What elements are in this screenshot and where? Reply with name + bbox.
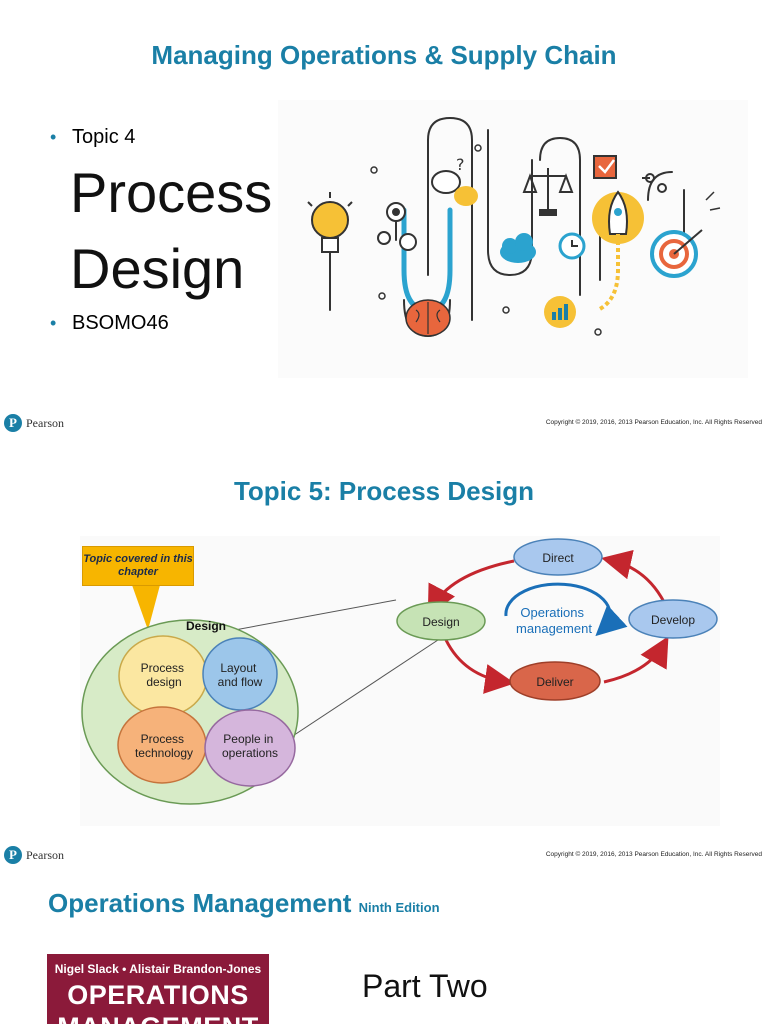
circle-layout-flow-line-2: and flow <box>218 675 263 689</box>
bullet-text: BSOMO46 <box>72 312 169 334</box>
circle-people <box>204 709 296 787</box>
target-icon <box>650 229 703 278</box>
slide-title: Operations Management Ninth Edition <box>48 888 440 919</box>
slide-1: Managing Operations & Supply Chain • Top… <box>0 0 768 440</box>
pearson-logo: P Pearson <box>4 846 64 864</box>
node-direct-label: Direct <box>542 551 574 565</box>
node-design-label: Design <box>422 615 459 629</box>
pearson-logo-icon: P <box>4 414 22 432</box>
slide-2: Topic 5: Process Design Design Process d… <box>0 440 768 872</box>
book-cover: Nigel Slack • Alistair Brandon-Jones OPE… <box>47 954 269 1024</box>
node-deliver <box>509 661 601 701</box>
svg-text:?: ? <box>456 155 465 174</box>
process-illustration: ? <box>278 100 748 378</box>
node-design <box>396 601 486 641</box>
slide-3: Operations Management Ninth Edition Nige… <box>0 872 768 1024</box>
svg-text:Process design: Process design <box>141 661 188 689</box>
bullet-dot: • <box>50 313 57 333</box>
part-heading: Part Two <box>362 968 488 1004</box>
bullet-course-code: • BSOMO46 <box>50 312 169 335</box>
bullet-topic: • Topic 4 <box>50 126 135 149</box>
topic-callout: Topic covered in this chapter <box>82 546 194 586</box>
bullet-dot: • <box>50 127 57 147</box>
svg-text:Layout and flow: Layout and flow <box>218 661 263 689</box>
node-develop <box>628 599 718 639</box>
copyright-notice: Copyright © 2019, 2016, 2013 Pearson Edu… <box>545 851 762 858</box>
lightbulb-icon <box>307 192 353 253</box>
circle-process-technology-line-1: Process <box>141 732 184 746</box>
design-group-heading: Design <box>186 619 226 633</box>
topic-callout-text: Topic covered in this chapter <box>83 553 193 578</box>
bullet-text: Topic 4 <box>72 126 136 148</box>
pearson-wordmark: Pearson <box>26 415 64 430</box>
circle-process-technology-line-2: technology <box>135 746 193 760</box>
circle-people-line-2: operations <box>222 746 278 760</box>
circle-layout-flow-line-1: Layout <box>220 661 257 675</box>
slide-title-main: Operations Management <box>48 888 352 918</box>
rocket-icon <box>592 190 644 312</box>
brain-icon <box>405 299 451 337</box>
slide-title: Managing Operations & Supply Chain <box>151 40 617 70</box>
pearson-logo-icon: P <box>4 846 22 864</box>
big-title-line-1: Process <box>70 161 273 224</box>
node-direct <box>513 538 603 576</box>
edition-label: Ninth Edition <box>358 900 440 915</box>
footer: P Pearson Copyright © 2019, 2016, 2013 P… <box>0 414 768 438</box>
circle-process-design-line-2: design <box>146 675 181 689</box>
circle-layout-flow <box>202 637 278 711</box>
scales-icon <box>522 168 574 216</box>
circle-process-design-line-1: Process <box>141 661 184 675</box>
chart-icon <box>544 296 576 328</box>
cycle-center-line-2: management <box>516 621 592 636</box>
node-develop-label: Develop <box>651 613 695 627</box>
design-diagram: Design Process design Layout and flow Pr… <box>81 538 718 805</box>
cycle-center-line-1: Operations <box>520 605 584 620</box>
slide-title: Topic 5: Process Design <box>233 476 535 506</box>
svg-text:Process technology: Process technology <box>135 732 193 760</box>
clock-icon <box>558 232 586 260</box>
cloud-icon <box>500 233 536 263</box>
pearson-logo: P Pearson <box>4 414 64 432</box>
book-authors: Nigel Slack • Alistair Brandon-Jones <box>54 962 262 976</box>
pearson-wordmark: Pearson <box>26 847 64 862</box>
book-title-line-2: MANAGEMENT <box>47 1012 269 1024</box>
checkbox-icon <box>593 155 617 179</box>
node-deliver-label: Deliver <box>536 675 573 689</box>
svg-text:People in operations: People in operations <box>222 732 278 760</box>
book-title-line-1: OPERATIONS <box>67 980 249 1010</box>
circle-people-line-1: People in <box>223 732 273 746</box>
svg-text:Operations management: Operations management <box>516 605 592 636</box>
copyright-notice: Copyright © 2019, 2016, 2013 Pearson Edu… <box>545 419 762 426</box>
footer: P Pearson Copyright © 2019, 2016, 2013 P… <box>0 846 768 870</box>
big-title-line-2: Design <box>70 237 245 300</box>
